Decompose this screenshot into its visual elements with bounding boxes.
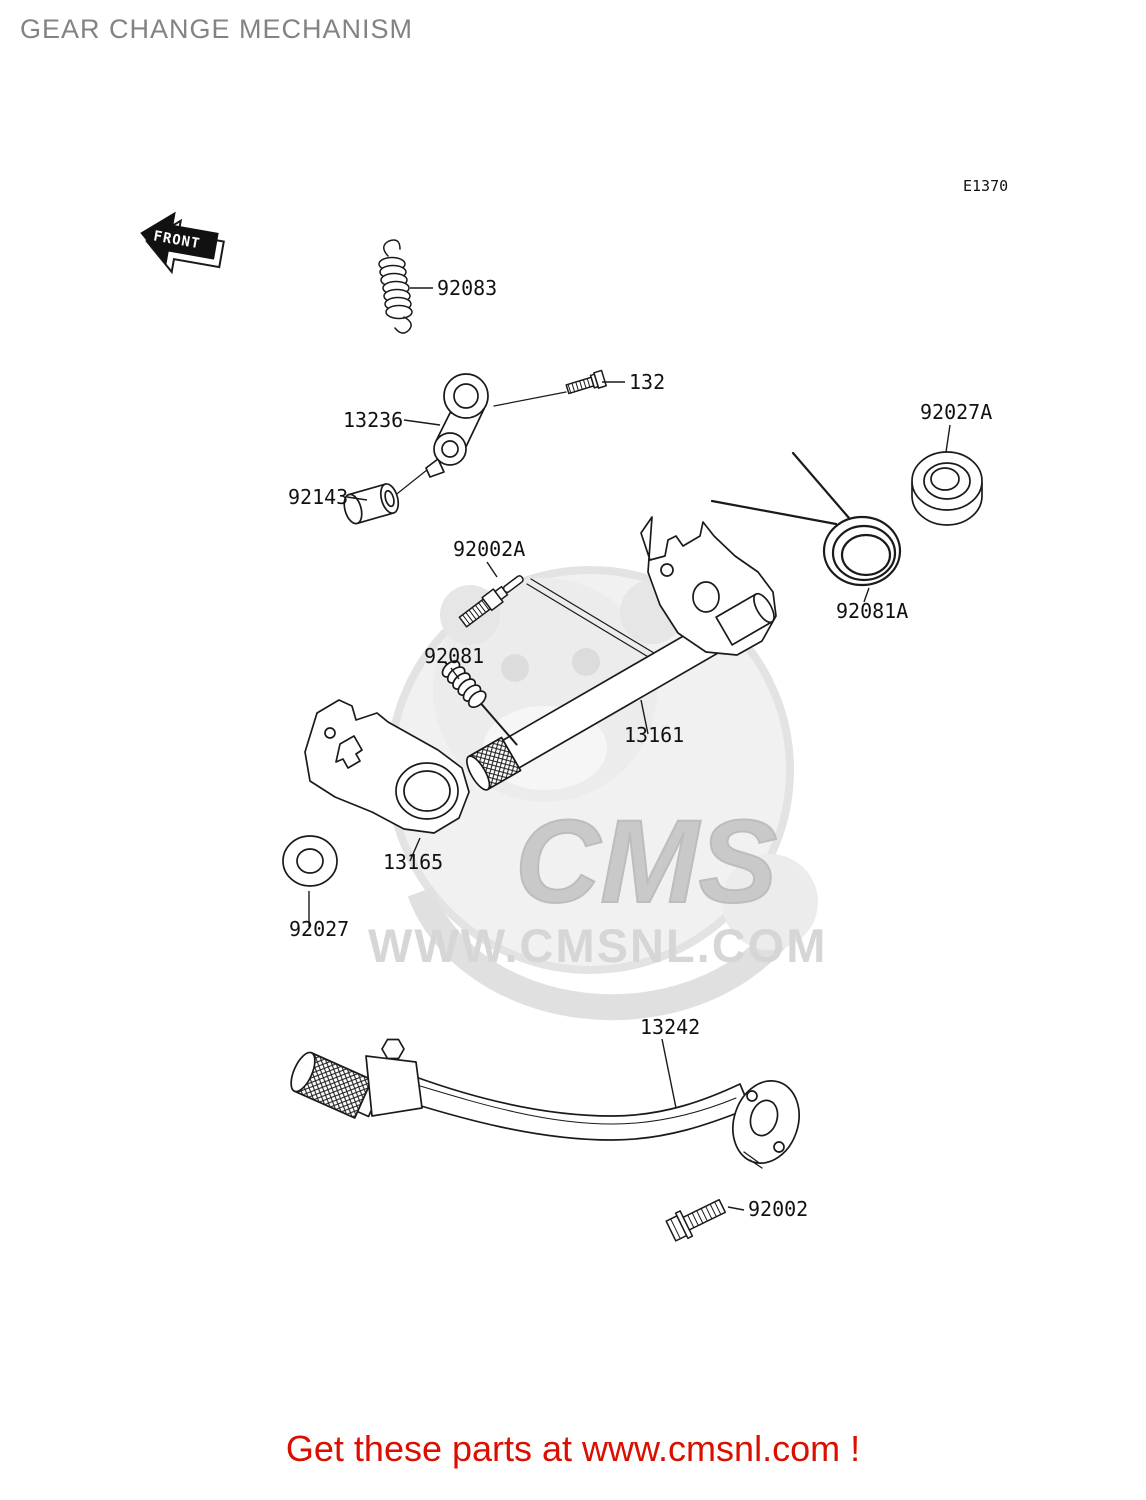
part-label-92081: 92081 [424, 644, 484, 668]
part-label-13161: 13161 [624, 723, 684, 747]
assembly-axis-lines [392, 391, 655, 659]
leader-92002 [727, 1206, 745, 1211]
front-arrow-body [140, 211, 219, 265]
part-label-13242: 13242 [640, 1015, 700, 1039]
parts-drawing [282, 239, 983, 1242]
pedal-toe-peg [290, 1051, 381, 1119]
leader-13161 [640, 699, 649, 735]
leader-13236 [403, 419, 441, 426]
part-pedal-13242 [290, 1038, 800, 1169]
front-arrow: FRONT [140, 211, 225, 275]
shaft-shift-plate [640, 516, 777, 656]
pedal-pivot-bolt [381, 1038, 405, 1060]
part-label-13165: 13165 [383, 850, 443, 874]
leader-92143 [346, 496, 368, 501]
watermark-url: WWW.CMSNL.COM [368, 919, 827, 972]
leader-13165 [409, 837, 421, 862]
watermark-logo: CMS [515, 796, 777, 928]
part-label-92083: 92083 [437, 276, 497, 300]
part-label-92002A: 92002A [453, 537, 525, 561]
part-bolt-132 [565, 369, 607, 395]
leader-lines [308, 287, 951, 1211]
pedal-pivot-bracket [365, 1055, 423, 1117]
footer-banner: Get these parts at www.cmsnl.com ! [0, 1428, 1146, 1470]
part-spring-92083 [378, 239, 413, 334]
footer-link[interactable]: Get these parts at www.cmsnl.com ! [285, 1428, 861, 1469]
page-title: GEAR CHANGE MECHANISM [20, 14, 414, 44]
leader-92002A [486, 561, 498, 578]
leader-92027A [945, 424, 951, 453]
part-label-13236: 13236 [343, 408, 403, 432]
part-label-92002: 92002 [748, 1197, 808, 1221]
part-label-132: 132 [629, 370, 665, 394]
part-label-92081A: 92081A [836, 599, 908, 623]
part-lever-13236 [425, 373, 489, 478]
part-torsion-spring-92081A [710, 451, 902, 587]
leader-92081 [450, 667, 460, 680]
part-bolt-92002 [665, 1198, 727, 1242]
pedal-clamp [732, 1079, 800, 1169]
pedal-arm [407, 1075, 751, 1141]
part-bushing-92027A [911, 451, 983, 526]
diagram-code: E1370 [963, 177, 1008, 195]
part-label-92143: 92143 [288, 485, 348, 509]
leader-13242 [661, 1038, 677, 1109]
part-roller-92143 [343, 483, 400, 525]
part-washer-92027 [282, 835, 338, 887]
part-label-92027A: 92027A [920, 400, 992, 424]
leader-92081A [863, 587, 870, 603]
part-label-92027: 92027 [289, 917, 349, 941]
part-plate-13165 [304, 699, 470, 834]
part-stud-92002A [458, 575, 524, 628]
part-labels: 92083 132 13236 92027A 92143 92002A 9208… [288, 177, 1008, 1221]
